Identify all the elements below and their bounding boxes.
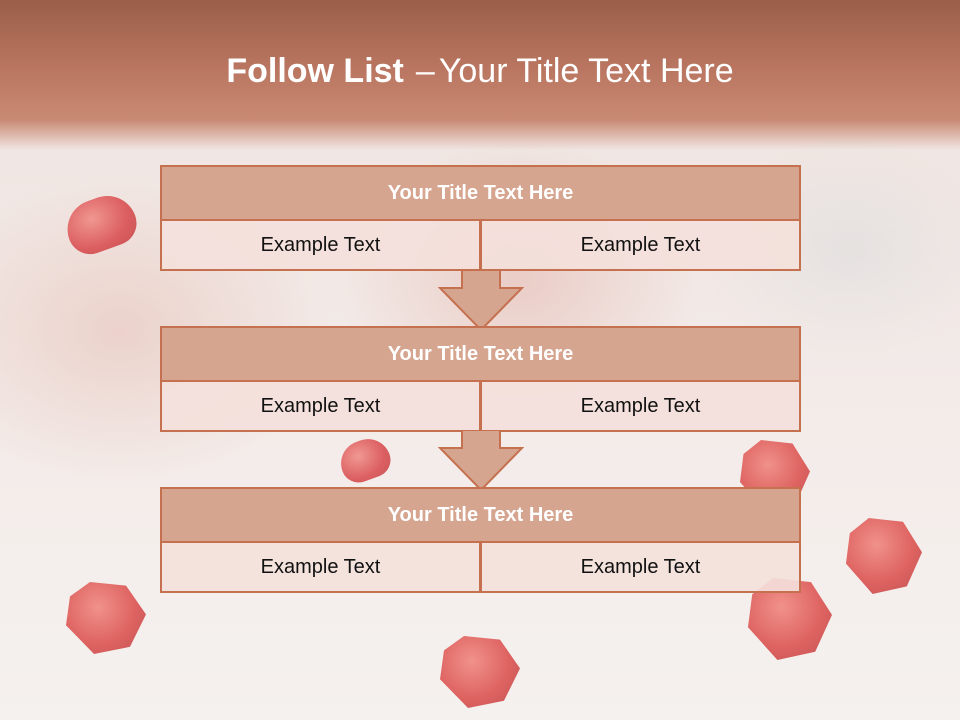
down-arrow-icon (438, 430, 524, 492)
title-bar (0, 0, 960, 150)
step-cell-left: Example Text (160, 543, 481, 593)
title-rest: Your Title Text Here (438, 52, 734, 90)
step-title: Your Title Text Here (160, 165, 801, 221)
down-arrow-icon (438, 270, 524, 332)
nail-decoration (334, 432, 396, 488)
title-bold: Follow List (226, 52, 404, 90)
nail-decoration (59, 187, 143, 261)
gem-decoration (846, 518, 922, 594)
gem-decoration (66, 582, 146, 654)
step-cell-left: Example Text (160, 221, 481, 271)
title-dash: – (415, 52, 435, 90)
gem-decoration (440, 636, 520, 708)
slide-title: Follow List–Your Title Text Here (0, 52, 960, 91)
step-title: Your Title Text Here (160, 326, 801, 382)
step-cell-left: Example Text (160, 382, 481, 432)
step-cell-right: Example Text (480, 382, 801, 432)
step-cell-right: Example Text (480, 221, 801, 271)
step-cell-right: Example Text (480, 543, 801, 593)
step-box: Your Title Text Here Example Text Exampl… (160, 326, 801, 432)
step-box: Your Title Text Here Example Text Exampl… (160, 165, 801, 271)
step-title: Your Title Text Here (160, 487, 801, 543)
step-box: Your Title Text Here Example Text Exampl… (160, 487, 801, 593)
